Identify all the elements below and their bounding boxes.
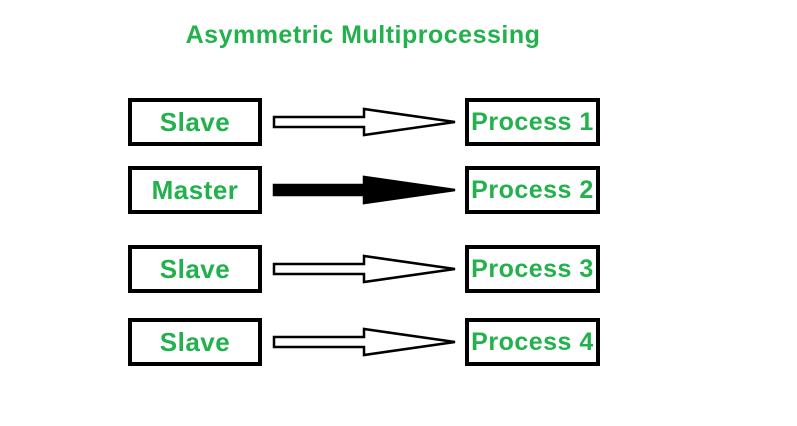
diagram-row-2: Master Process 2 <box>0 166 797 214</box>
source-node-label: Slave <box>159 326 231 357</box>
right-arrow-filled-icon <box>272 175 458 205</box>
right-arrow-icon <box>272 254 458 284</box>
diagram-row-4: Slave Process 4 <box>0 318 797 366</box>
target-node-label: Process 1 <box>471 107 594 136</box>
target-node-process-2: Process 2 <box>465 166 600 214</box>
source-node-master: Master <box>128 166 262 214</box>
source-node-label: Master <box>151 174 239 205</box>
source-node-label: Slave <box>159 253 231 284</box>
source-node-slave-3: Slave <box>128 318 262 366</box>
right-arrow-icon <box>272 107 458 137</box>
source-node-label: Slave <box>159 106 231 137</box>
target-node-process-3: Process 3 <box>465 245 600 293</box>
target-node-process-4: Process 4 <box>465 318 600 366</box>
target-node-label: Process 4 <box>471 327 594 356</box>
source-node-slave-1: Slave <box>128 98 262 146</box>
diagram-title: Asymmetric Multiprocessing <box>185 21 541 49</box>
diagram-row-1: Slave Process 1 <box>0 98 797 146</box>
target-node-process-1: Process 1 <box>465 98 600 146</box>
target-node-label: Process 2 <box>471 175 594 204</box>
right-arrow-icon <box>272 327 458 357</box>
diagram-row-3: Slave Process 3 <box>0 245 797 293</box>
source-node-slave-2: Slave <box>128 245 262 293</box>
target-node-label: Process 3 <box>471 254 594 283</box>
